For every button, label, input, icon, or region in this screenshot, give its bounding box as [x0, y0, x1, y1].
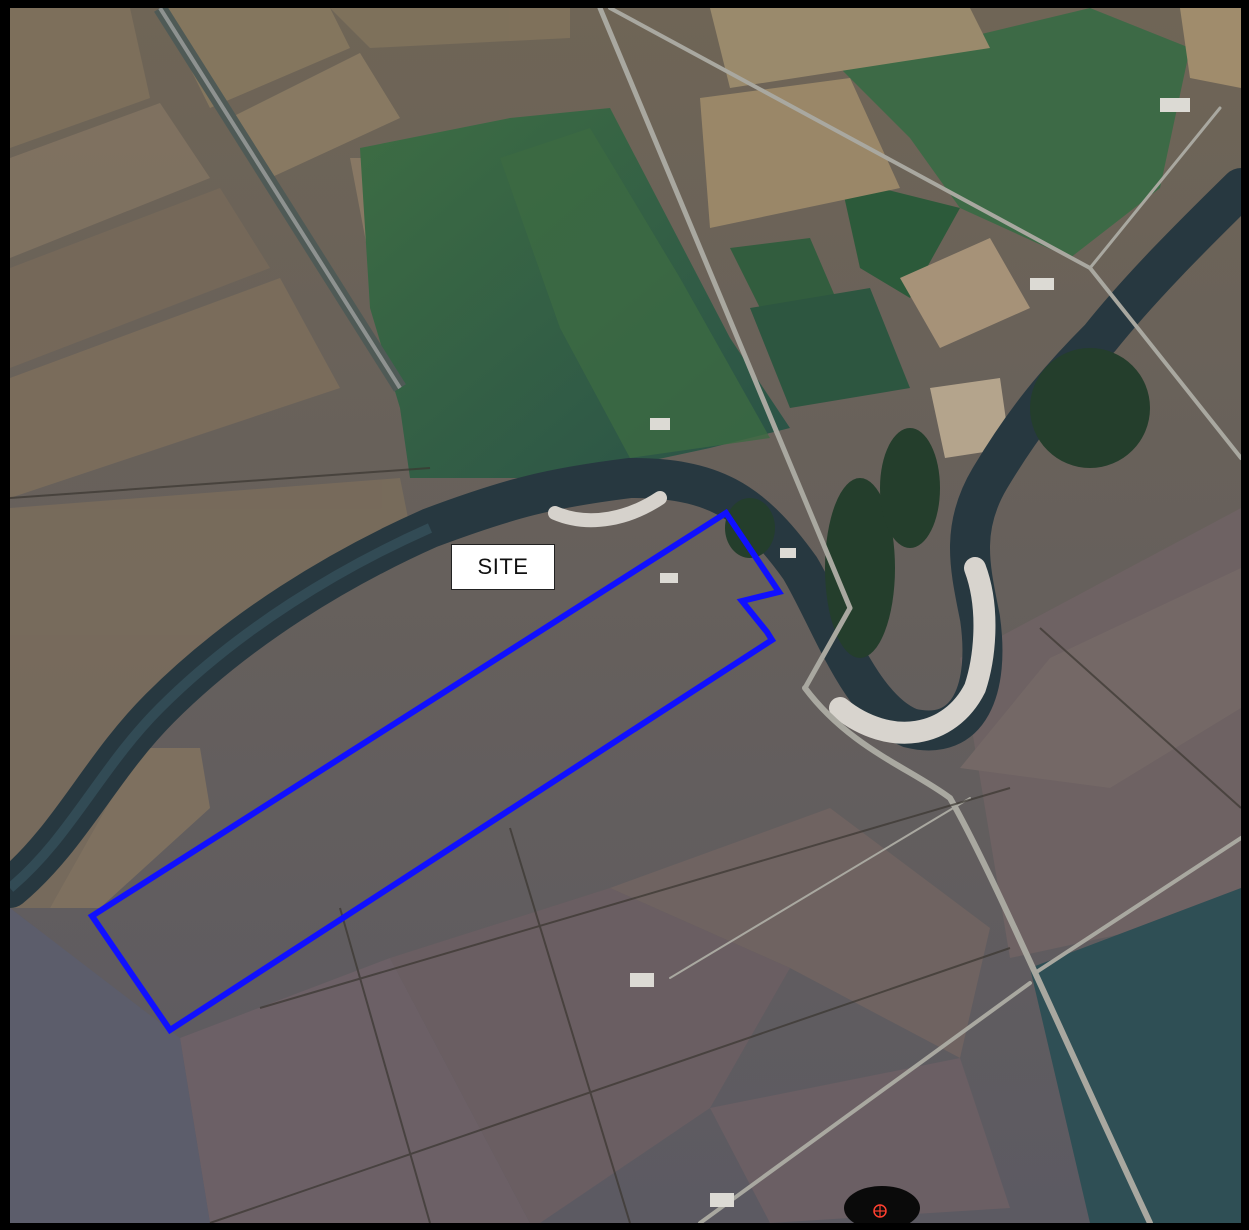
farm-fields-lower [10, 508, 1241, 1223]
farm-fields-green [360, 8, 1190, 478]
aerial-photo [10, 8, 1241, 1223]
farm-fields-tan [700, 8, 1241, 458]
river-rapids [829, 557, 996, 744]
canal [154, 8, 406, 392]
field-lines [10, 467, 1241, 1223]
aerial-map[interactable]: SITE [10, 8, 1241, 1223]
forest-patches [725, 348, 1150, 658]
site-label: SITE [451, 544, 555, 590]
buildings [630, 98, 1190, 1207]
map-marker-icon [844, 1186, 920, 1223]
roads [597, 8, 1241, 1223]
site-boundary [87, 508, 784, 1035]
